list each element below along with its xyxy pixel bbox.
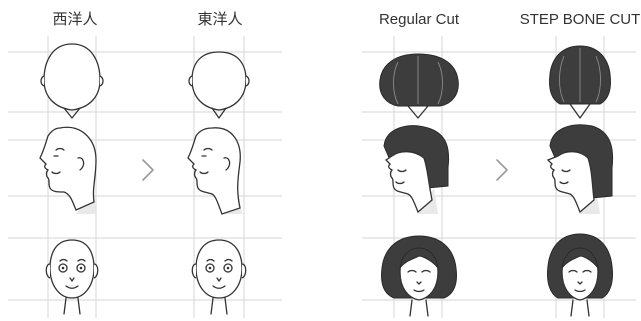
western-front-view <box>45 239 99 315</box>
label-regular-cut: Regular Cut <box>379 11 460 28</box>
step-bone-cut-front-view <box>547 233 613 317</box>
regular-cut-side-view <box>383 125 450 214</box>
regular-cut-top-view <box>379 53 459 119</box>
step-bone-cut-top-view <box>549 45 611 119</box>
eastern-top-view <box>188 51 250 119</box>
arrow-right-icon-right-panel <box>496 159 508 181</box>
step-bone-cut-side-view <box>546 124 614 214</box>
eastern-front-view <box>191 239 247 315</box>
regular-cut-front-view <box>381 235 457 317</box>
arrow-right-icon-left-panel <box>142 159 154 181</box>
label-western: 西洋人 <box>52 10 97 28</box>
eastern-side-view <box>187 127 242 215</box>
western-side-view <box>39 126 97 214</box>
western-top-view <box>40 43 104 119</box>
label-eastern: 東洋人 <box>197 10 242 28</box>
label-step-bone-cut: STEP BONE CUT <box>520 11 641 28</box>
